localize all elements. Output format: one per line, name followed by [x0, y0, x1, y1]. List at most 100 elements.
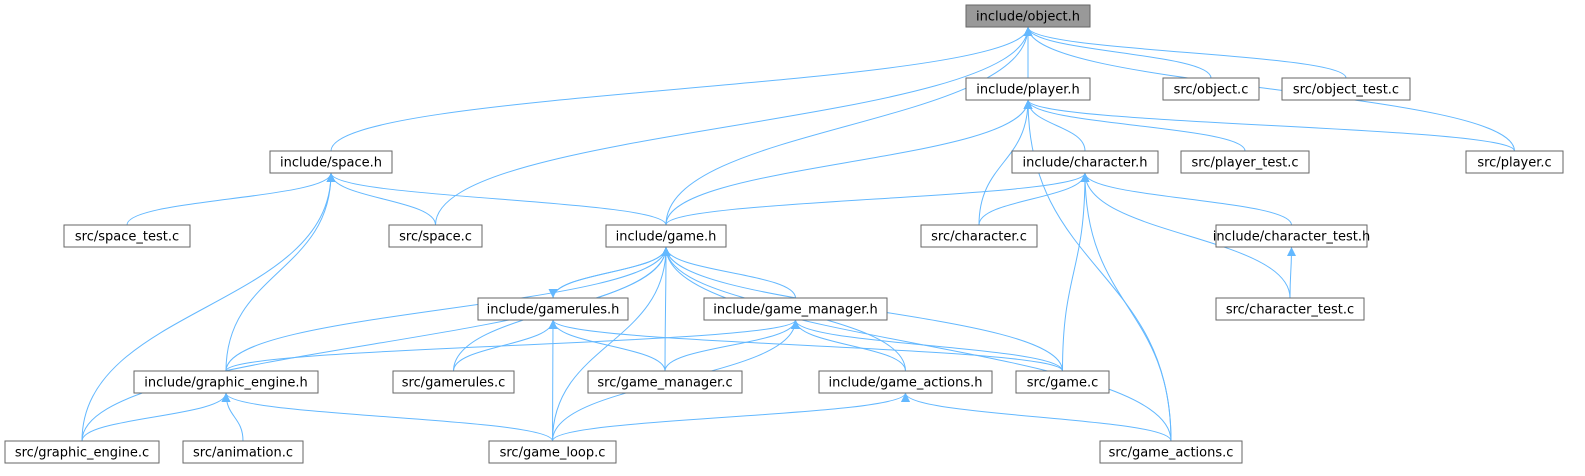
node-box [1015, 370, 1110, 394]
edge-graphic_engine_c-to-space_h [81, 172, 336, 442]
edge-graphic_engine_h-to-space_h [225, 172, 336, 372]
node-player-h[interactable]: include/player.h [965, 77, 1091, 101]
node-box [133, 370, 319, 394]
edge-game_loop_c-to-game_actions_h [552, 392, 910, 442]
edge-object_test_c-to-object_h [1023, 26, 1347, 79]
node-box [1215, 297, 1365, 321]
edge-player_c-to-object_h [1023, 26, 1515, 152]
node-label: include/player.h [976, 83, 1080, 98]
node-label: src/gamerules.c [402, 376, 506, 391]
node-object-c[interactable]: src/object.c [1162, 77, 1260, 101]
dependency-edges [81, 26, 1515, 442]
node-box [965, 77, 1091, 101]
node-character-c[interactable]: src/character.c [920, 224, 1038, 248]
node-box [1281, 77, 1411, 101]
edge-game_actions_c-to-character_h [1080, 172, 1172, 442]
edge-graphic_engine_c-to-game_h [81, 246, 671, 442]
node-character-test-c[interactable]: src/character_test.c [1215, 297, 1365, 321]
node-box [920, 224, 1038, 248]
node-game-h[interactable]: include/game.h [605, 224, 727, 248]
node-object-test-c[interactable]: src/object_test.c [1281, 77, 1411, 101]
node-box [818, 370, 993, 394]
edge-game_h-to-character_h [665, 172, 1090, 226]
node-box [4, 440, 160, 464]
edge-game_manager_h-to-game_h [661, 246, 796, 299]
node-box [1215, 224, 1368, 248]
edge-character_test_h-to-character_h [1080, 172, 1292, 226]
edge-graphic_engine_h-to-game_h [225, 246, 671, 372]
edge-space_h-to-object_h [330, 26, 1033, 152]
node-box [182, 440, 304, 464]
node-space-c[interactable]: src/space.c [388, 224, 483, 248]
node-space-test-c[interactable]: src/space_test.c [63, 224, 191, 248]
node-label: include/graphic_engine.h [144, 376, 308, 391]
node-box [605, 224, 727, 248]
node-graphic-engine-c[interactable]: src/graphic_engine.c [4, 440, 160, 464]
node-label: src/graphic_engine.c [15, 446, 149, 461]
node-game-c[interactable]: src/game.c [1015, 370, 1110, 394]
node-box [388, 224, 483, 248]
node-label: src/animation.c [193, 446, 293, 461]
node-label: src/game_loop.c [500, 446, 606, 461]
edge-game_h-to-gamerules_h [548, 246, 667, 299]
node-box [1180, 150, 1310, 174]
node-player-test-c[interactable]: src/player_test.c [1180, 150, 1310, 174]
node-label: src/game_manager.c [597, 376, 732, 391]
node-label: src/player.c [1477, 156, 1551, 171]
edge-game_loop_c-to-game_h [552, 246, 671, 442]
node-box [488, 440, 617, 464]
node-graphic-engine-h[interactable]: include/graphic_engine.h [133, 370, 319, 394]
node-box [392, 370, 515, 394]
node-label: include/game_actions.h [828, 376, 982, 391]
edge-game_h-to-space_h [326, 172, 667, 226]
node-box [1162, 77, 1260, 101]
node-label: include/game_manager.h [713, 303, 877, 318]
edge-player_c-to-player_h [1023, 99, 1515, 152]
node-game-loop-c[interactable]: src/game_loop.c [488, 440, 617, 464]
node-gamerules-h[interactable]: include/gamerules.h [477, 297, 629, 321]
node-box [587, 370, 743, 394]
node-label: src/game.c [1027, 376, 1099, 391]
node-label: src/character_test.c [1226, 303, 1354, 318]
node-box [1011, 150, 1159, 174]
file-nodes: include/object.h include/player.h src/obje… [4, 4, 1564, 464]
edge-game_loop_c-to-graphic_engine_h [221, 392, 553, 442]
node-player-c[interactable]: src/player.c [1465, 150, 1564, 174]
edge-space_c-to-object_h [435, 26, 1033, 226]
node-label: src/game_actions.c [1109, 446, 1234, 461]
node-label: src/object_test.c [1293, 83, 1399, 98]
node-label: src/character.c [931, 230, 1027, 245]
node-game-actions-h[interactable]: include/game_actions.h [818, 370, 993, 394]
node-label: include/character_test.h [1213, 230, 1371, 245]
node-box [269, 150, 393, 174]
node-label: include/gamerules.h [487, 303, 620, 318]
node-animation-c[interactable]: src/animation.c [182, 440, 304, 464]
node-label: include/space.h [280, 156, 382, 171]
edge-game_c-to-gamerules_h [548, 319, 1063, 372]
edge-graphic_engine_h-to-game_manager_h [225, 319, 800, 372]
node-character-h[interactable]: include/character.h [1011, 150, 1159, 174]
node-object-h: include/object.h [965, 4, 1091, 28]
node-game-manager-c[interactable]: src/game_manager.c [587, 370, 743, 394]
edge-space_test_c-to-space_h [126, 172, 336, 226]
edge-game_loop_c-to-gamerules_h [548, 319, 558, 442]
node-box [63, 224, 191, 248]
edge-character_test_c-to-character_test_h [1286, 246, 1296, 299]
edge-game_c-to-game_manager_h [791, 319, 1063, 372]
edge-graphic_engine_c-to-graphic_engine_h [81, 392, 231, 442]
node-space-h[interactable]: include/space.h [269, 150, 393, 174]
node-label: include/object.h [976, 10, 1080, 25]
edge-game_c-to-character_h [1062, 172, 1090, 372]
node-label: src/object.c [1174, 83, 1249, 98]
node-label: include/character.h [1023, 156, 1148, 171]
node-box [965, 4, 1091, 28]
node-game-manager-h[interactable]: include/game_manager.h [703, 297, 888, 321]
node-label: src/space_test.c [75, 230, 179, 245]
node-character-test-h[interactable]: include/character_test.h [1213, 224, 1371, 248]
node-gamerules-c[interactable]: src/gamerules.c [392, 370, 515, 394]
edge-game_manager_c-to-game_manager_h [664, 319, 800, 372]
edge-game_manager_c-to-game_h [661, 246, 671, 372]
node-game-actions-c[interactable]: src/game_actions.c [1099, 440, 1243, 464]
edge-player_test_c-to-player_h [1023, 99, 1246, 152]
